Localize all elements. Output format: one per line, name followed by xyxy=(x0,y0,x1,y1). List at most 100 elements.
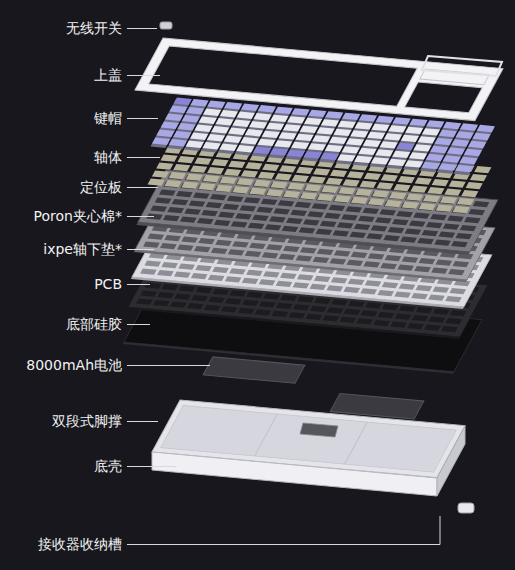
plate-hole xyxy=(164,180,181,187)
plate-hole xyxy=(473,201,490,207)
plate-hole xyxy=(227,196,244,202)
plate-hole xyxy=(373,320,390,326)
plate-hole xyxy=(225,276,242,282)
plate-hole xyxy=(181,237,198,243)
plate-hole xyxy=(235,213,252,219)
plate-hole xyxy=(292,175,309,182)
plate-hole xyxy=(364,173,381,180)
plate-hole xyxy=(186,174,203,181)
plate-hole xyxy=(341,214,358,220)
keycap xyxy=(312,135,330,142)
plate-hole xyxy=(283,246,300,252)
keycap xyxy=(249,121,267,128)
plate-hole xyxy=(443,223,460,229)
plate-hole xyxy=(144,261,161,267)
plate-hole xyxy=(453,206,470,213)
keycap xyxy=(279,132,297,139)
plate-hole xyxy=(343,179,360,186)
plate-hole xyxy=(208,275,225,281)
part-label: 8000mAh电池 xyxy=(26,356,122,374)
plate-hole xyxy=(390,321,407,327)
plate-hole xyxy=(190,166,207,173)
plate-hole xyxy=(464,217,481,223)
keycap xyxy=(409,119,427,126)
keycap xyxy=(292,108,310,115)
plate-hole xyxy=(145,283,162,289)
plate-hole xyxy=(213,289,230,295)
plate-hole xyxy=(455,233,472,239)
keycap xyxy=(262,131,280,138)
leader-line xyxy=(127,365,210,366)
plate-hole xyxy=(314,276,331,282)
keycap xyxy=(388,159,406,166)
plate-hole xyxy=(347,171,364,178)
plate-hole xyxy=(378,312,395,318)
plate-hole xyxy=(249,243,266,249)
keycap xyxy=(392,151,410,158)
plate-hole xyxy=(276,303,293,309)
plate-hole xyxy=(312,203,329,209)
keycap xyxy=(266,123,284,130)
keycap xyxy=(190,133,208,140)
keycap xyxy=(426,154,444,161)
plate-hole xyxy=(181,182,198,189)
plate-hole xyxy=(201,210,218,216)
keycap xyxy=(409,152,427,159)
plate-hole xyxy=(434,239,451,245)
keycap xyxy=(152,138,170,145)
plate-hole xyxy=(372,190,389,197)
keycap xyxy=(245,129,263,136)
plate-hole xyxy=(229,290,246,296)
plate-hole xyxy=(433,286,450,292)
keycap xyxy=(422,162,440,169)
part-label: 无线开关 xyxy=(66,19,122,37)
plate-hole xyxy=(224,169,241,176)
plate-hole xyxy=(269,216,286,222)
plate-hole xyxy=(356,318,373,324)
plate-hole xyxy=(252,215,269,221)
plate-hole xyxy=(198,183,215,190)
plate-hole xyxy=(417,238,434,244)
keycap xyxy=(438,163,456,170)
plate-hole xyxy=(329,205,346,211)
plate-hole xyxy=(237,178,254,185)
plate-hole xyxy=(368,253,385,259)
plate-hole xyxy=(445,318,462,324)
keycap xyxy=(169,106,187,113)
leader-line xyxy=(127,118,158,119)
plate-hole xyxy=(351,252,368,258)
shell-rib xyxy=(345,422,368,464)
plate-hole xyxy=(174,294,191,300)
plate-hole xyxy=(450,310,467,316)
plate-hole xyxy=(244,197,261,203)
keycap xyxy=(401,135,419,142)
plate-hole xyxy=(198,238,215,244)
plate-hole xyxy=(410,185,427,192)
plate-hole xyxy=(174,272,191,278)
plate-hole xyxy=(184,209,201,215)
keycap xyxy=(447,147,465,154)
plate-hole xyxy=(143,242,160,248)
keycap xyxy=(422,128,440,135)
plate-hole xyxy=(413,212,430,218)
keycap xyxy=(203,109,221,116)
plate-hole xyxy=(159,190,176,196)
keycap xyxy=(451,139,469,146)
plate-hole xyxy=(316,229,333,235)
plate-hole xyxy=(256,207,273,213)
plate-hole xyxy=(346,260,363,266)
plate-hole xyxy=(363,261,380,267)
plate-hole xyxy=(297,296,314,302)
plate-hole xyxy=(317,249,334,255)
keycap xyxy=(329,137,347,144)
plate-hole xyxy=(414,266,431,272)
keycap xyxy=(224,102,242,109)
leader-line xyxy=(127,187,158,188)
plate-hole xyxy=(351,197,368,204)
plate-hole xyxy=(258,172,275,179)
plate-hole xyxy=(225,298,242,304)
keycap xyxy=(435,138,453,145)
keycap xyxy=(371,124,389,131)
plate-hole xyxy=(354,224,371,230)
keycap xyxy=(219,144,237,151)
